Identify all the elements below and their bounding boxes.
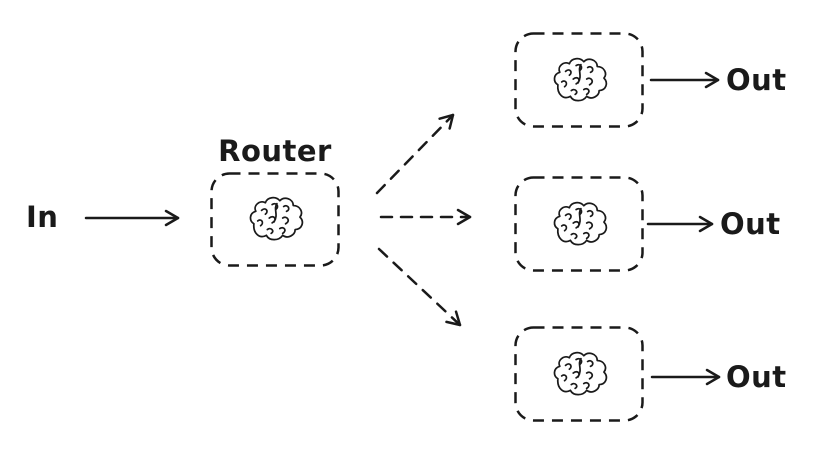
output-1-label: Out <box>726 63 787 97</box>
output-3-label: Out <box>726 360 787 394</box>
router-to-output-1-arrow <box>375 113 455 195</box>
brain-icon <box>553 57 608 102</box>
brain-icon <box>553 201 608 246</box>
input-label: In <box>26 200 59 234</box>
router-to-output-3-arrow <box>377 247 462 327</box>
brain-icon <box>553 351 608 396</box>
router-node-box <box>210 172 340 267</box>
output-2-label: Out <box>720 207 781 241</box>
output-node-2-box <box>514 176 644 272</box>
output-node-3-box <box>514 326 644 422</box>
router-label: Router <box>218 134 332 168</box>
output-node-1-box <box>514 32 644 128</box>
brain-icon <box>249 196 304 241</box>
